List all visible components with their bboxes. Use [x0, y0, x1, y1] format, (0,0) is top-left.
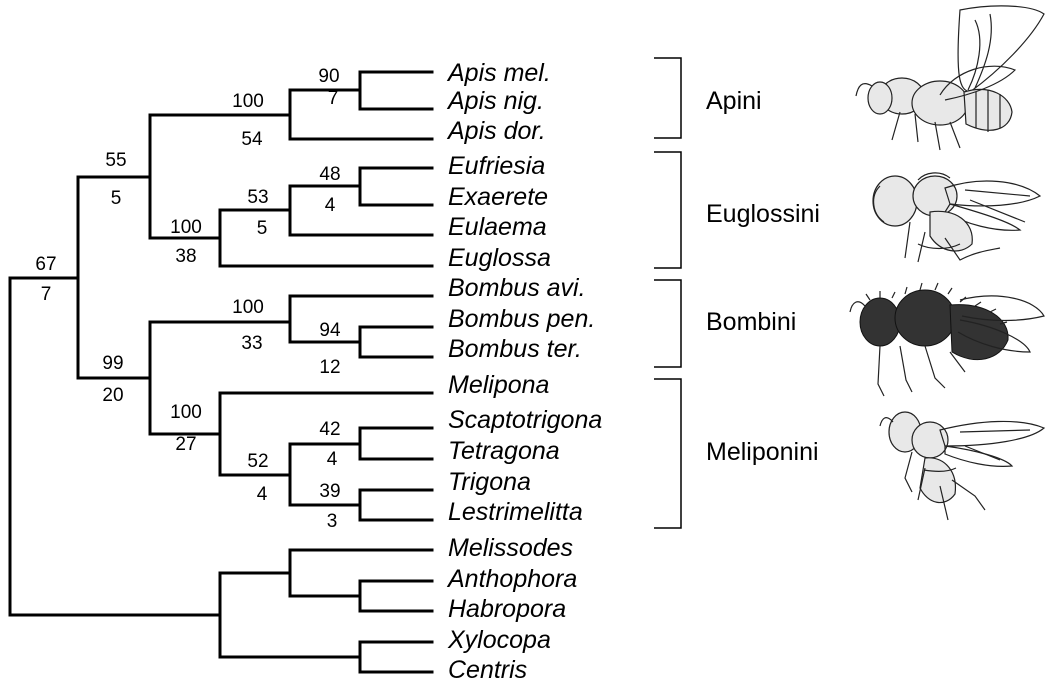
branch-scapto-tetragona	[358, 426, 434, 461]
support-top: 99	[102, 353, 123, 374]
taxon-label: Eulaema	[448, 213, 547, 241]
support-bottom: 27	[175, 434, 196, 455]
taxon-label: Xylocopa	[447, 626, 551, 654]
support-top: 53	[247, 187, 268, 208]
tribe-label-apini: Apini	[706, 87, 762, 115]
support-bottom: 12	[319, 357, 340, 378]
support-top: 94	[319, 320, 341, 341]
tribe-label-euglossini: Euglossini	[706, 200, 820, 228]
taxon-label: Bombus pen.	[448, 305, 595, 333]
support-top: 52	[247, 451, 268, 472]
taxon-label: Bombus avi.	[448, 274, 586, 302]
taxon-label: Habropora	[448, 595, 566, 623]
support-bottom: 4	[327, 449, 338, 470]
branch-trigona-lestrimelitta	[358, 488, 434, 522]
taxon-labels: Apis mel. Apis nig. Apis dor. Eufriesia …	[446, 59, 602, 684]
taxon-label: Eufriesia	[448, 152, 545, 180]
support-values: 90 7 100 54 48 4 53 5 100 38 55 5 94 12 …	[35, 66, 341, 532]
branch-bombini	[288, 294, 434, 344]
support-bottom: 4	[257, 484, 268, 505]
taxon-label: Melipona	[448, 371, 550, 399]
taxon-label: Centris	[448, 656, 527, 684]
support-top: 100	[232, 297, 264, 318]
support-top: 90	[318, 66, 339, 87]
tree-branches	[8, 70, 434, 674]
support-top: 39	[319, 481, 340, 502]
support-top: 55	[105, 150, 126, 171]
branch-apis-mel-nig	[358, 70, 434, 111]
support-bottom: 3	[327, 511, 338, 532]
branch-xylocopa-centris	[358, 640, 434, 674]
support-bottom: 38	[175, 246, 196, 267]
tribe-label-bombini: Bombini	[706, 308, 796, 336]
tribe-label-meliponini: Meliponini	[706, 438, 819, 466]
support-bottom: 4	[325, 195, 336, 216]
branch-euglossini	[218, 208, 434, 268]
support-bottom: 33	[241, 333, 262, 354]
taxon-label: Anthophora	[446, 565, 577, 593]
support-bottom: 20	[102, 385, 123, 406]
support-bottom: 5	[257, 218, 268, 239]
support-bottom: 5	[111, 188, 122, 209]
meliponini-bee-illustration	[879, 411, 1046, 521]
support-top: 42	[319, 419, 340, 440]
taxon-label: Apis nig.	[446, 87, 544, 115]
bracket-euglossini	[654, 151, 682, 269]
branch-eufriesia-exaerete	[358, 166, 434, 207]
support-top: 100	[232, 91, 264, 112]
taxon-label: Exaerete	[448, 183, 548, 211]
apini-bee-illustration	[855, 5, 1045, 151]
bombini-bee-illustration	[849, 282, 1045, 397]
support-top: 67	[35, 254, 56, 275]
branch-anthophora-habropora	[358, 579, 434, 613]
taxon-label: Trigona	[448, 468, 531, 496]
support-top: 100	[170, 402, 202, 423]
tribe-brackets	[654, 57, 682, 529]
taxon-label: Apis mel.	[446, 59, 551, 87]
branch-root	[8, 276, 222, 617]
support-top: 48	[319, 164, 340, 185]
bracket-apini	[654, 57, 682, 139]
taxon-label: Melissodes	[448, 534, 573, 562]
support-bottom: 54	[241, 129, 263, 150]
taxon-label: Euglossa	[448, 244, 551, 272]
bracket-bombini	[654, 279, 682, 368]
support-bottom: 7	[41, 284, 52, 305]
tribe-labels: Apini Euglossini Bombini Meliponini	[706, 87, 820, 466]
bracket-meliponini	[654, 378, 682, 529]
taxon-label: Bombus ter.	[448, 335, 582, 363]
taxon-label: Scaptotrigona	[448, 406, 602, 434]
support-bottom: 7	[328, 88, 339, 109]
taxon-label: Lestrimelitta	[448, 498, 583, 526]
support-top: 100	[170, 217, 202, 238]
euglossini-bee-illustration	[872, 172, 1042, 263]
taxon-label: Apis dor.	[446, 117, 546, 145]
taxon-label: Tetragona	[448, 437, 560, 465]
branch-bombus-pen-ter	[358, 325, 434, 359]
